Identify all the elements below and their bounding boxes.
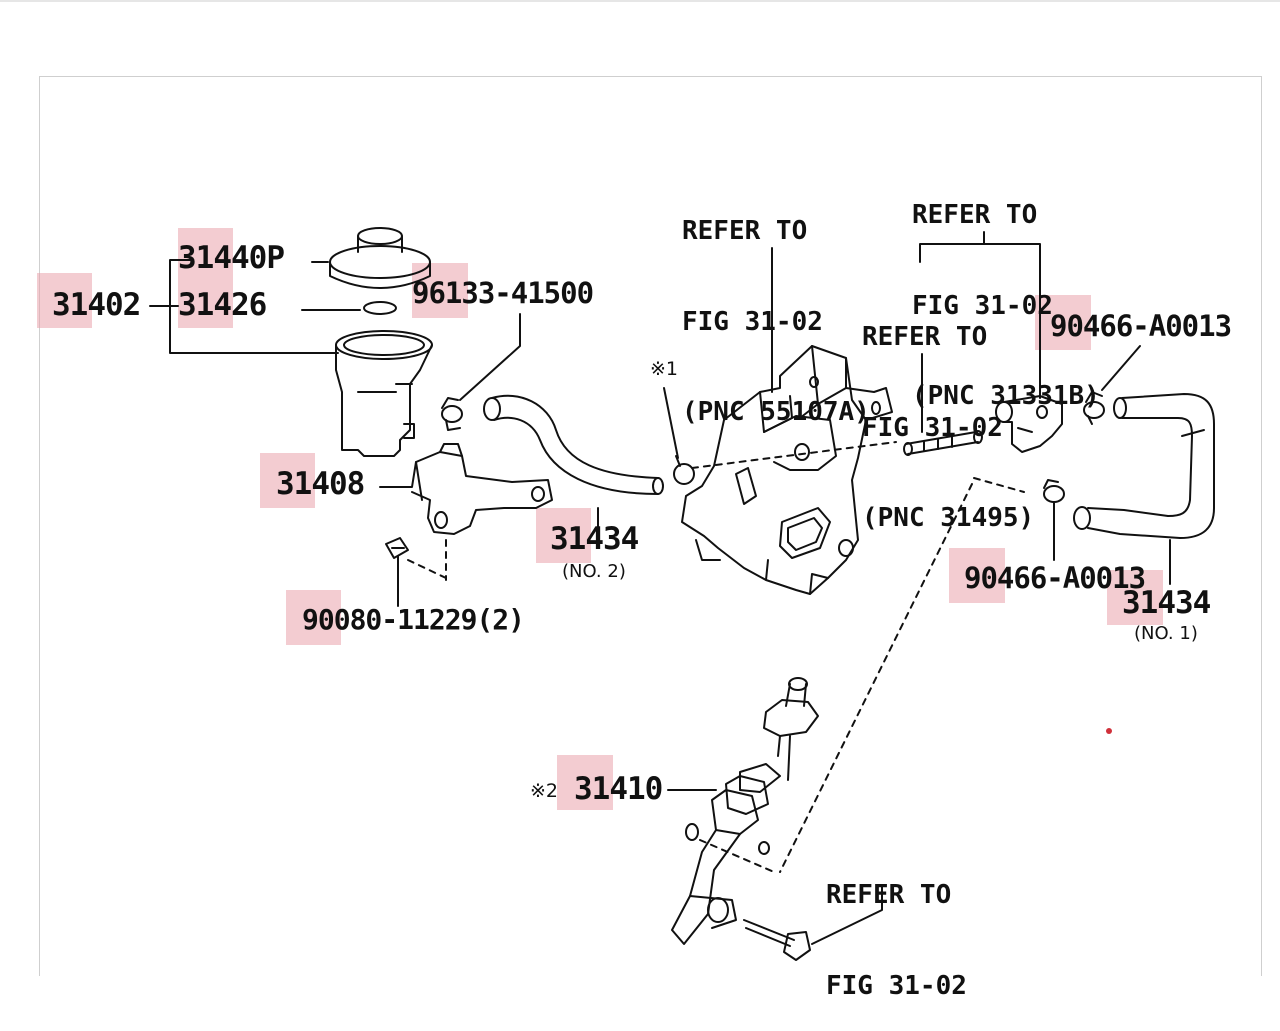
part-31440p[interactable]: 31440P (178, 240, 285, 276)
ref-line: REFER TO (912, 200, 1038, 231)
diagram-frame (39, 76, 1262, 976)
clamp-90466-top (1083, 391, 1105, 425)
part-31402[interactable]: 31402 (52, 287, 141, 323)
highlight-31408 (260, 453, 315, 508)
bolt-90080 (385, 537, 409, 591)
highlight-90080 (286, 590, 341, 645)
part-31434-no1-sub: (NO. 1) (1134, 623, 1198, 644)
highlight-96133 (412, 263, 468, 318)
part-31434-no2-sub: (NO. 2) (562, 561, 626, 582)
leader-ref-bottom (811, 885, 883, 945)
mark-2: ※2 (530, 780, 559, 802)
ref-31495: REFER TO FIG 31-02 (PNC 31495) (862, 262, 1034, 564)
top-border (0, 0, 1280, 2)
ref-line: REFER TO (826, 880, 952, 911)
part-31408[interactable]: 31408 (276, 466, 365, 502)
part-90080-11229[interactable]: 90080-11229(2) (302, 603, 525, 636)
ref-line: REFER TO (682, 216, 808, 247)
highlight-31434-no2 (536, 508, 591, 563)
part-31426[interactable]: 31426 (178, 287, 267, 323)
reservoir-tank (335, 330, 433, 457)
ref-line: FIG 31-02 (682, 306, 823, 337)
highlight-90466-top (1035, 295, 1091, 350)
reservoir-cap (329, 227, 431, 289)
cylinder-31410 (671, 677, 819, 945)
ref-line: FIG 31-02 (862, 412, 1003, 443)
ref-line: REFER TO (862, 322, 988, 353)
mount-bracket (379, 443, 553, 535)
part-31434-no1[interactable]: 31434 (1122, 585, 1211, 621)
red-dot (1106, 728, 1112, 734)
leader-mark1 (663, 387, 679, 459)
highlight-90466-mid (949, 548, 1005, 603)
ref-line: FIG 31-02 (912, 290, 1053, 321)
parts-diagram (149, 227, 1215, 961)
pin-31495 (903, 430, 983, 456)
ref-31331b: REFER TO FIG 31-02 (PNC 31331B) (912, 140, 1100, 442)
dashed-line-cylinder (779, 477, 1025, 873)
dashed-line-bottom (699, 839, 775, 873)
clamp-90466-mid (1043, 479, 1065, 537)
ref-bottom: REFER TO FIG 31-02 (826, 820, 967, 1031)
bracket-31402 (149, 259, 339, 354)
highlight-31440p (178, 228, 233, 280)
bolt-bottom (743, 919, 811, 961)
highlight-31402 (37, 273, 92, 328)
clamp-96133 (441, 397, 463, 431)
ref-line: (PNC 55107A) (682, 397, 870, 428)
ref-line: (PNC 31331B) (912, 381, 1100, 412)
part-31434-no2[interactable]: 31434 (550, 521, 639, 557)
highlight-31410 (557, 755, 613, 810)
main-bracket (681, 345, 893, 595)
dashed-bolt-line (407, 539, 447, 581)
hose-31434-no2 (483, 394, 664, 495)
fitting-31331b (995, 395, 1063, 453)
part-31410[interactable]: 31410 (574, 771, 663, 807)
clip-mark1 (673, 455, 695, 485)
leader-96133 (459, 313, 521, 401)
part-90466-a0013-top[interactable]: 90466-A0013 (1050, 309, 1232, 343)
ref-55107a: REFER TO FIG 31-02 (PNC 55107A) (682, 156, 870, 458)
dashed-line-top (691, 441, 897, 469)
highlight-31434-no1 (1107, 570, 1163, 625)
hose-31434-no1 (1073, 393, 1215, 539)
leader-90466-top (1101, 345, 1141, 391)
highlight-31426 (178, 280, 233, 328)
gasket (363, 301, 397, 315)
bracket-ref-31331b (919, 231, 1041, 399)
part-90466-a0013-mid[interactable]: 90466-A0013 (964, 561, 1146, 595)
mark-1: ※1 (650, 358, 679, 380)
part-96133-41500[interactable]: 96133-41500 (412, 276, 594, 310)
ref-line: FIG 31-02 (826, 970, 967, 1001)
ref-line: (PNC 31495) (862, 503, 1035, 534)
